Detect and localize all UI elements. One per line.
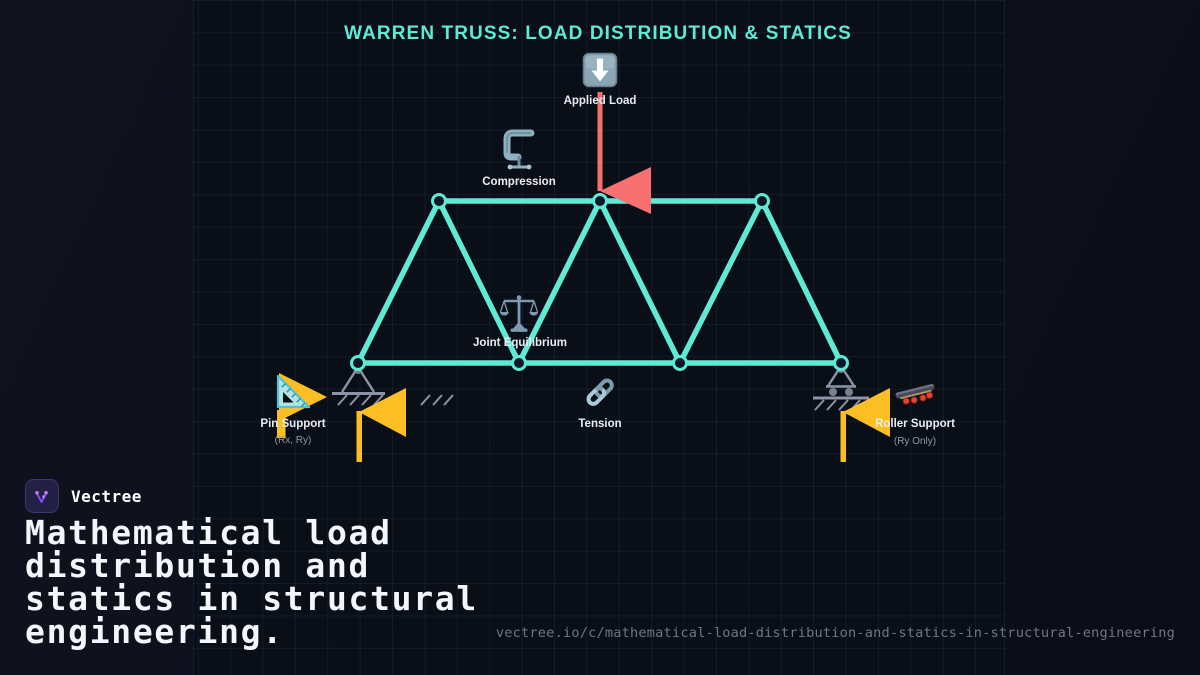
truss-members	[355, 198, 844, 366]
joint-equilibrium-label: Joint Equilibrium	[473, 337, 567, 349]
truss-joints	[350, 193, 849, 371]
brand-wordmark: Vectree	[71, 486, 142, 506]
pin-support-label: Pin Support	[260, 418, 326, 430]
roller-support-label: Roller Support	[875, 418, 955, 430]
reaction-arrow-rx	[277, 373, 327, 438]
vectree-fork-icon	[35, 491, 48, 503]
brand-logo	[25, 479, 59, 513]
headline: Mathematical load distribution and stati…	[25, 513, 478, 651]
roller-support-sublabel: (Ry Only)	[893, 436, 937, 447]
applied-load-label: Applied Load	[563, 95, 637, 107]
brand-block: Vectree	[25, 479, 142, 513]
triangular-ruler-icon	[276, 374, 311, 409]
compression-label: Compression	[482, 176, 556, 188]
pin-support-sublabel: (Rx, Ry)	[274, 435, 312, 446]
page-title: WARREN TRUSS: LOAD DISTRIBUTION & STATIC…	[344, 23, 852, 44]
down-arrow-button-icon	[582, 52, 618, 88]
chain-link-icon	[586, 378, 614, 406]
balance-scale-icon	[499, 295, 539, 332]
applied-load-arrow	[597, 92, 651, 214]
pin-support-symbol	[332, 366, 454, 406]
clamp-icon	[503, 129, 535, 170]
page-url: vectree.io/c/mathematical-load-distribut…	[495, 625, 1175, 641]
reaction-arrow-ry-pin	[356, 388, 406, 462]
reaction-arrow-ry-roller	[840, 388, 890, 462]
tension-label: Tension	[578, 418, 622, 430]
skateboard-icon	[895, 383, 935, 405]
